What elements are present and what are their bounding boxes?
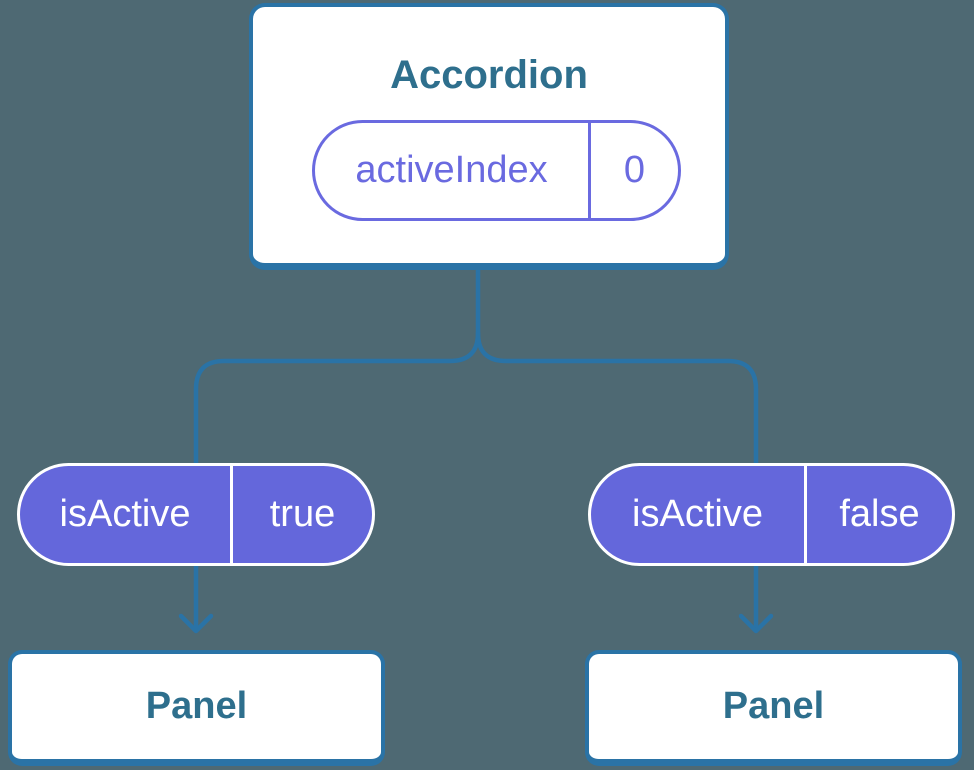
prop-value: true xyxy=(269,493,336,535)
pill-divider xyxy=(804,466,807,563)
panel-card-left: Panel xyxy=(8,650,385,766)
component-title: Accordion xyxy=(390,53,588,97)
prop-name: isActive xyxy=(59,493,191,535)
connector-root-to-left-child xyxy=(193,245,481,632)
panel-title: Panel xyxy=(722,685,825,727)
connector-root-to-right-child xyxy=(475,330,759,632)
prop-pill-right-isactive: isActive false xyxy=(588,463,955,566)
state-pill-activeindex: activeIndex 0 xyxy=(312,120,681,221)
arrowhead-right-icon xyxy=(738,613,774,634)
state-name: activeIndex xyxy=(355,149,548,191)
prop-pill-left-isactive: isActive true xyxy=(17,463,375,566)
state-value: 0 xyxy=(623,149,646,191)
pill-divider xyxy=(588,123,591,218)
panel-card-right: Panel xyxy=(585,650,962,766)
arrowhead-left-icon xyxy=(178,613,214,634)
panel-title: Panel xyxy=(145,685,248,727)
prop-value: false xyxy=(839,493,920,535)
prop-name: isActive xyxy=(632,493,763,535)
pill-divider xyxy=(230,466,233,563)
